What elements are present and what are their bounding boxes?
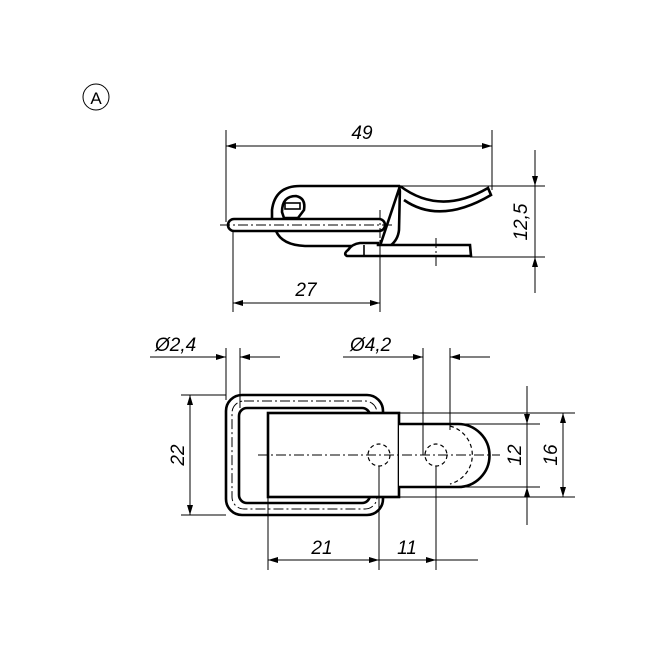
dim-hole-diameter: Ø4,2 (349, 335, 392, 356)
dim-pivot-distance: 27 (294, 280, 318, 301)
dim-loop-width: 22 (168, 444, 189, 467)
dim-hole-spacing: 11 (397, 538, 417, 559)
dim-overall-length: 49 (351, 123, 373, 144)
latch-lever (399, 184, 493, 213)
view-label-text: A (90, 89, 102, 108)
base-plate (343, 241, 473, 258)
dim-height: 12,5 (511, 203, 532, 240)
dim-plate-to-hole: 21 (310, 538, 332, 559)
hook-knob (280, 194, 306, 220)
dim-wire-diameter: Ø2,4 (154, 335, 196, 356)
view-label-a: A (82, 83, 110, 111)
dim-tongue-width: 12 (505, 444, 526, 466)
top-view: 49 12,5 27 (220, 123, 545, 312)
bottom-view: Ø2,4 Ø4,2 22 12 16 21 11 (150, 335, 575, 570)
dim-plate-width: 16 (541, 444, 562, 466)
